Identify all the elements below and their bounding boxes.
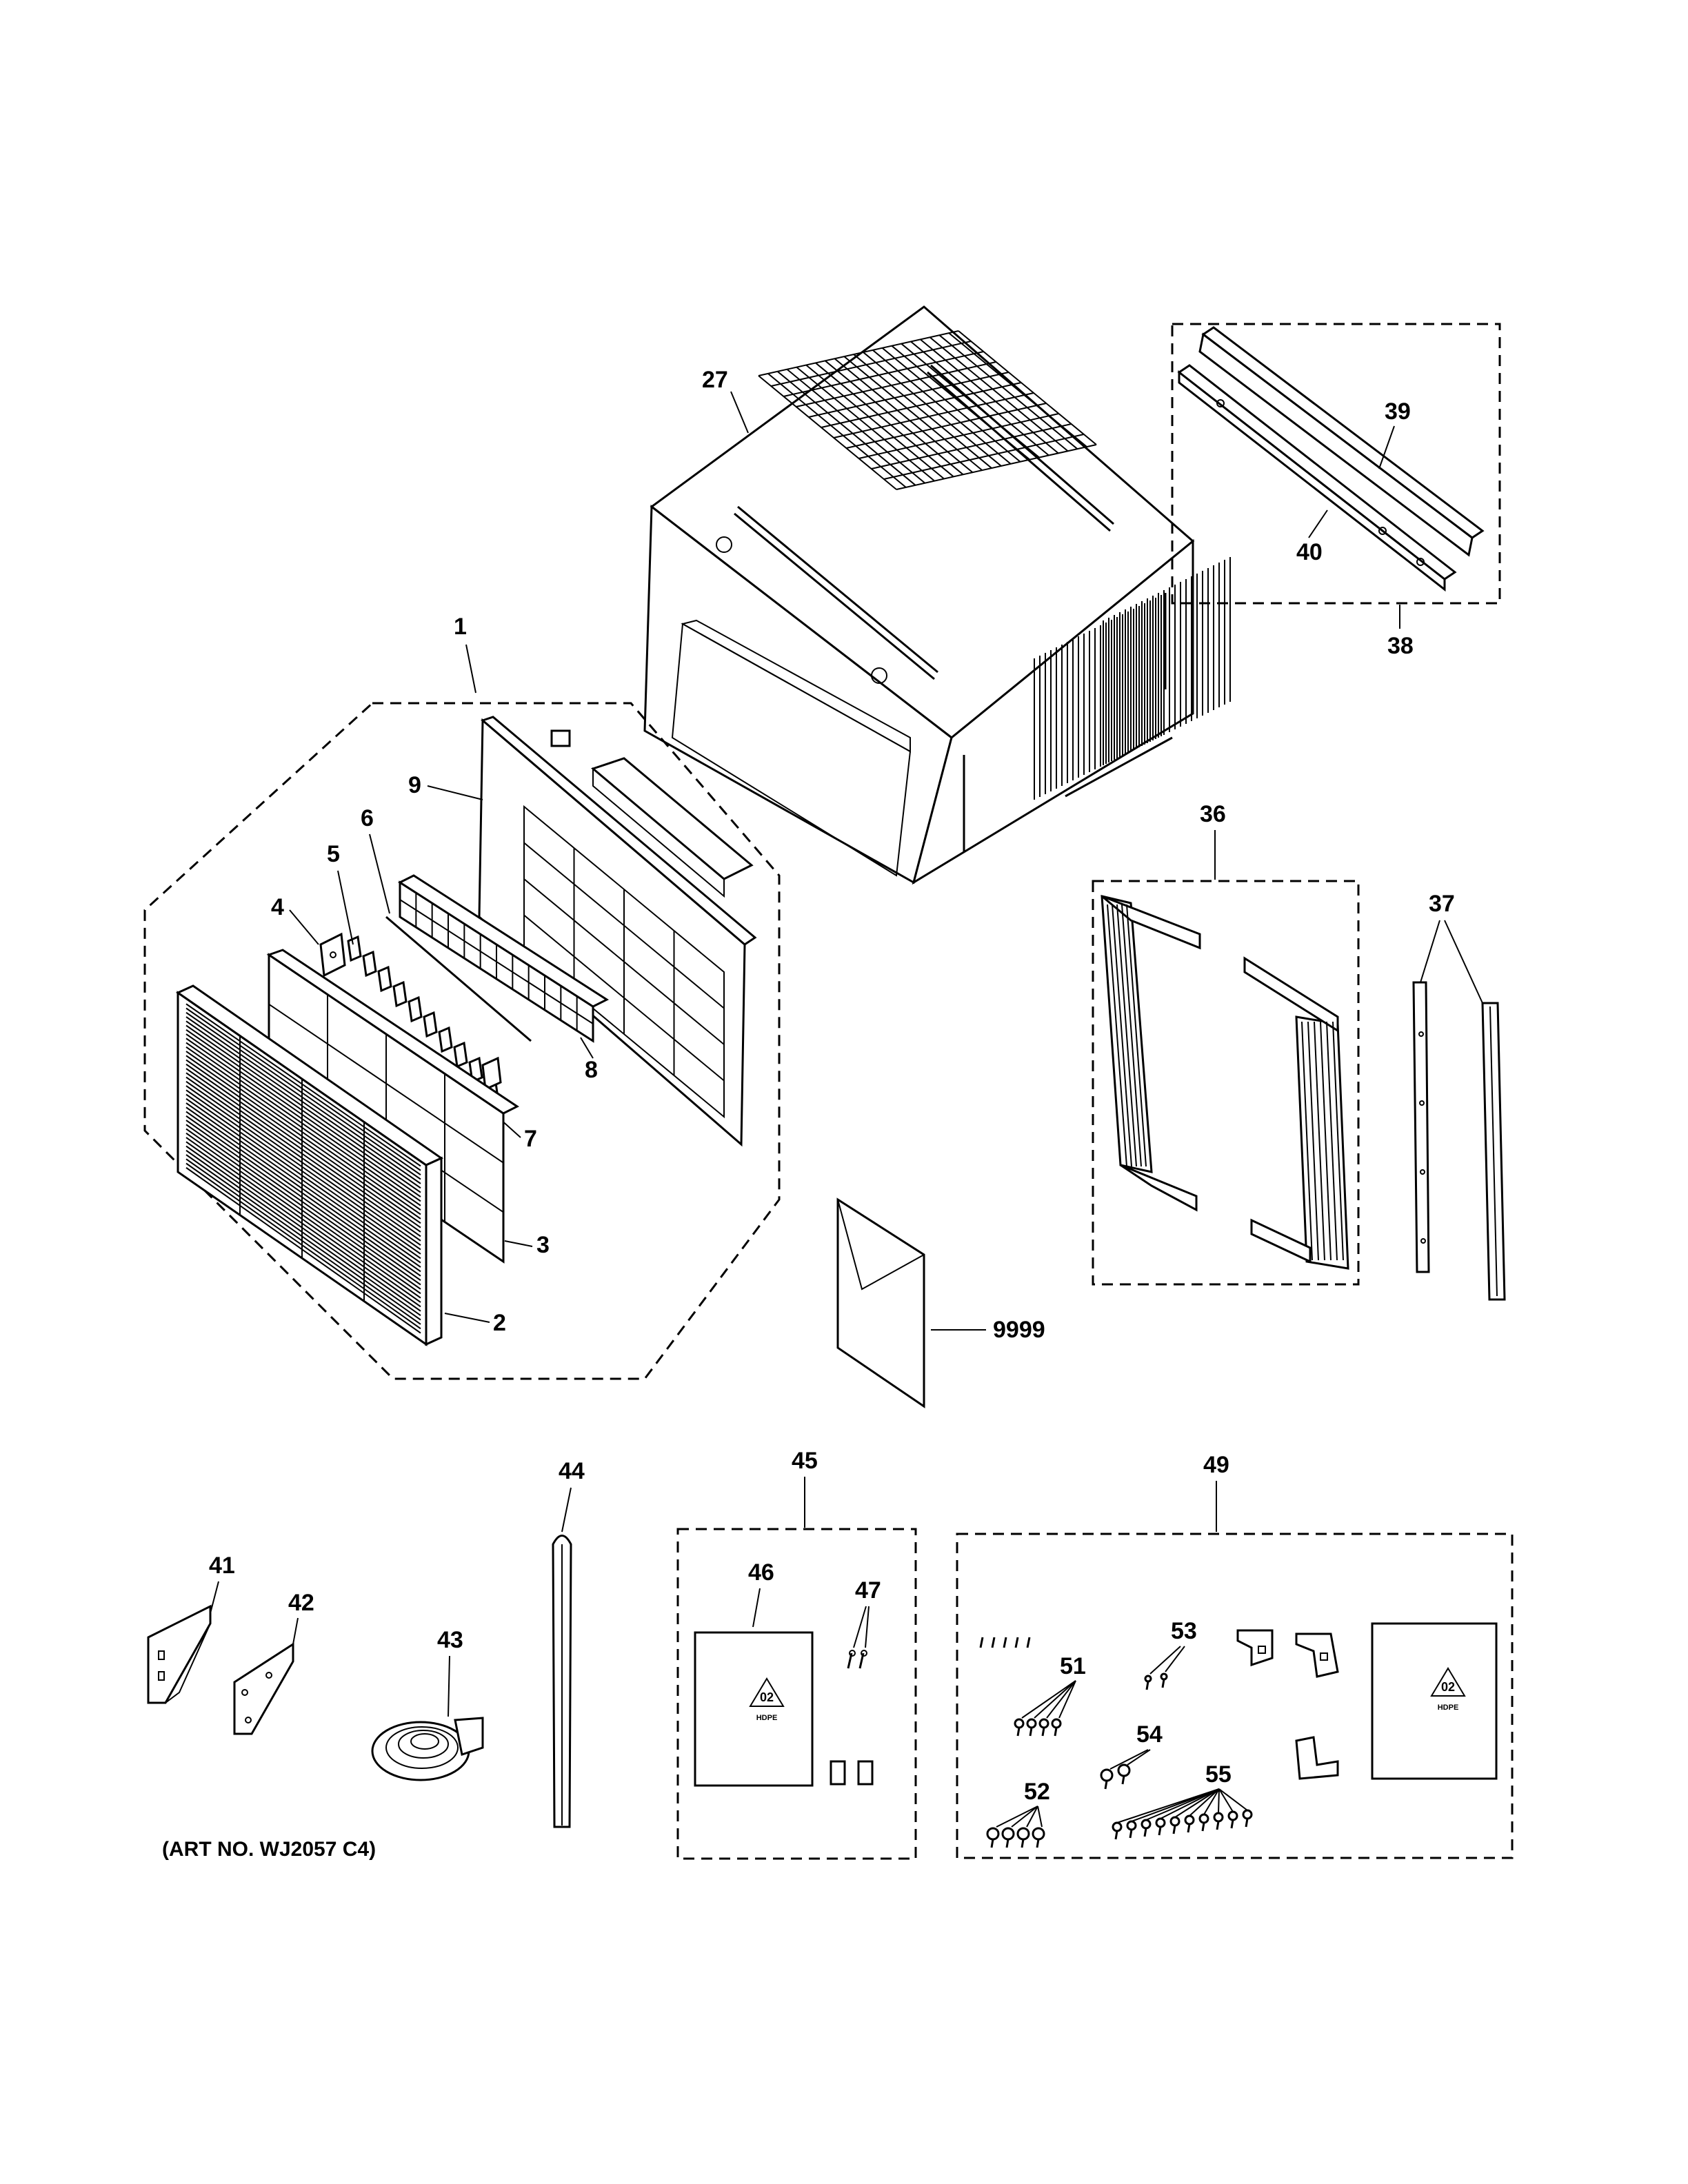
label-27: 27: [702, 367, 728, 393]
screws-53: [1144, 1646, 1185, 1690]
label-49: 49: [1203, 1452, 1229, 1478]
label-54: 54: [1136, 1721, 1163, 1748]
seal-strip-44: [552, 1535, 572, 1828]
louver-8: [397, 874, 610, 1043]
label-7: 7: [524, 1126, 537, 1152]
svg-text:02: 02: [1441, 1680, 1455, 1694]
group-45-box: [676, 1528, 917, 1860]
label-38: 38: [1387, 633, 1414, 659]
rod-6: [385, 916, 532, 1042]
curtain-left: [1101, 895, 1201, 1212]
label-5: 5: [327, 841, 340, 867]
label-4: 4: [271, 894, 284, 920]
rail-40: [1177, 364, 1457, 592]
screws-51: [1014, 1680, 1076, 1737]
label-44: 44: [559, 1458, 585, 1484]
rail-39: [1198, 326, 1485, 557]
label-2: 2: [493, 1310, 506, 1336]
angle-brackets: [1236, 1629, 1339, 1780]
bracket-4: [319, 932, 346, 978]
bag-46: 02 HDPE: [694, 1631, 814, 1787]
recycle-icon: 02 HDPE: [1430, 1667, 1466, 1712]
label-37: 37: [1429, 891, 1455, 917]
label-45: 45: [792, 1448, 818, 1474]
label-6: 6: [361, 805, 374, 831]
pad-left: [830, 1760, 846, 1786]
art-number: (ART NO. WJ2057 C4): [162, 1838, 376, 1861]
group-49-box: [956, 1533, 1514, 1859]
screws-54: [1100, 1749, 1151, 1790]
bracket-41: [147, 1604, 212, 1704]
label-55: 55: [1205, 1761, 1232, 1788]
label-9999: 9999: [993, 1317, 1045, 1343]
group-1-box: [143, 702, 781, 1380]
nails: [979, 1637, 1031, 1648]
recycle-icon: 02 HDPE: [749, 1677, 785, 1722]
label-46: 46: [748, 1559, 774, 1586]
bag-49: 02 HDPE: [1371, 1622, 1498, 1780]
label-9: 9: [408, 772, 421, 798]
front-frame-9: [478, 716, 757, 1147]
group-36-box: [1092, 880, 1360, 1286]
front-grille-2: [175, 984, 444, 1346]
label-1: 1: [454, 614, 467, 640]
label-43: 43: [437, 1627, 463, 1653]
manual-9999: [836, 1197, 925, 1408]
label-47: 47: [855, 1577, 881, 1604]
label-3: 3: [536, 1232, 550, 1258]
label-39: 39: [1385, 398, 1411, 425]
foam-roll-43: [371, 1717, 484, 1781]
label-52: 52: [1024, 1779, 1050, 1805]
label-53: 53: [1171, 1618, 1197, 1644]
label-42: 42: [288, 1590, 314, 1616]
label-8: 8: [585, 1057, 598, 1083]
svg-text:HDPE: HDPE: [756, 1714, 778, 1722]
seal-37a: [1412, 981, 1430, 1273]
svg-text:02: 02: [760, 1690, 774, 1704]
label-41: 41: [209, 1553, 235, 1579]
group-38-box: [1171, 323, 1501, 605]
label-51: 51: [1060, 1653, 1086, 1679]
seal-37b: [1481, 1002, 1506, 1301]
curtain-right: [1243, 956, 1349, 1270]
label-40: 40: [1296, 539, 1323, 565]
screws-55: [1112, 1788, 1253, 1840]
cabinet-27: [643, 305, 1231, 885]
bracket-42: [233, 1642, 294, 1735]
svg-text:HDPE: HDPE: [1438, 1703, 1459, 1712]
label-36: 36: [1200, 801, 1226, 827]
screws-52: [986, 1806, 1045, 1848]
screws-47: [847, 1650, 867, 1669]
pad-right: [857, 1760, 874, 1786]
